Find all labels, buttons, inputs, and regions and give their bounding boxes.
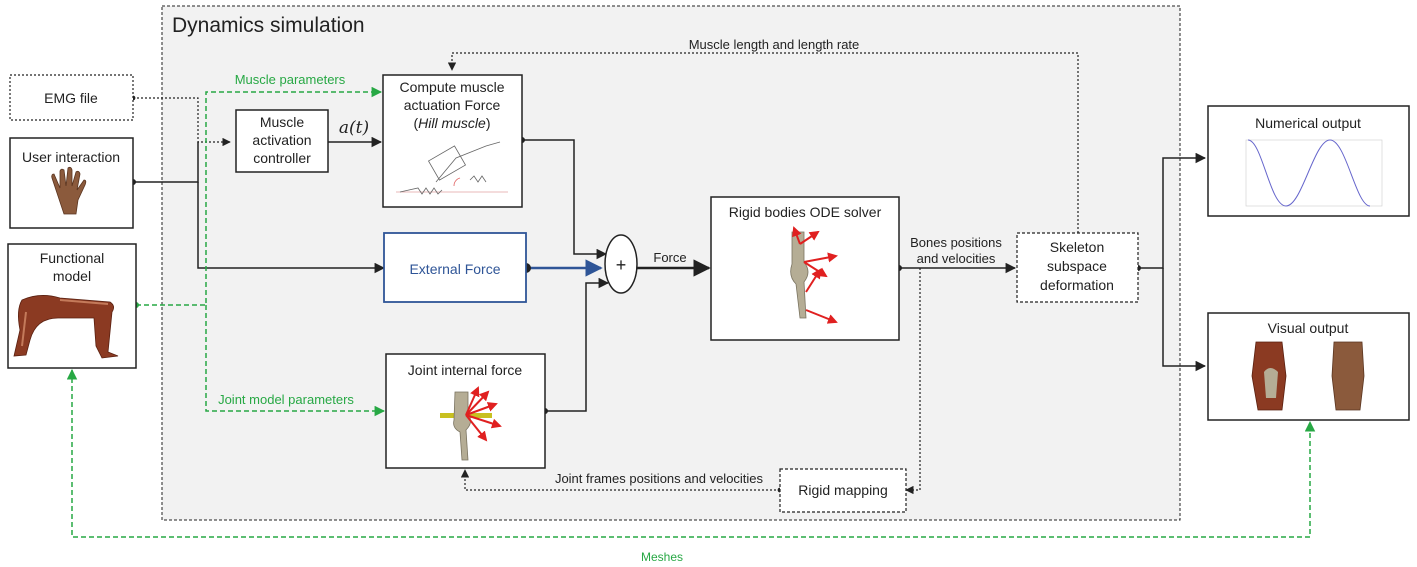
to-numerical-output-line — [1135, 152, 1207, 271]
summation-symbol: + — [616, 255, 627, 275]
force-signal-label: Force — [653, 250, 686, 265]
meshes-label: Meshes — [641, 550, 683, 564]
external-force-label: External Force — [409, 261, 500, 277]
leg-muscles-icon — [13, 295, 119, 359]
skeleton-deformation-block: Skeleton subspace deformation — [1016, 232, 1139, 303]
joint-model-parameters-label: Joint model parameters — [218, 392, 354, 407]
emg-file-block: EMG file — [9, 74, 134, 121]
numerical-output-block: Numerical output — [1207, 105, 1410, 217]
ode-solver-label: Rigid bodies ODE solver — [729, 204, 882, 220]
to-visual-output-line — [1162, 268, 1207, 372]
compute-muscle-label-3: (Hill muscle) — [413, 115, 490, 131]
skeleton-label-3: deformation — [1040, 277, 1114, 293]
muscle-length-rate-label: Muscle length and length rate — [689, 37, 860, 52]
external-force-block: External Force — [383, 232, 527, 303]
emg-file-label: EMG file — [44, 90, 98, 106]
user-interaction-label: User interaction — [22, 149, 120, 165]
panel-title: Dynamics simulation — [172, 14, 365, 37]
joint-internal-force-block: Joint internal force — [385, 353, 546, 469]
compute-muscle-label-2: actuation Force — [404, 97, 501, 113]
hill-muscle-schematic-icon — [396, 141, 508, 195]
visual-output-block: Visual output — [1207, 312, 1410, 421]
joint-frames-line — [460, 469, 783, 493]
activation-signal-label: a(t) — [339, 118, 369, 138]
hand-icon — [51, 166, 87, 215]
rigid-mapping-label: Rigid mapping — [798, 482, 888, 498]
controller-label-2: activation — [252, 132, 311, 148]
muscle-parameters-line — [133, 86, 383, 308]
compute-muscle-force-block: Compute muscle actuation Force (Hill mus… — [382, 74, 523, 208]
rigid-mapping-block: Rigid mapping — [779, 468, 907, 513]
bones-to-mapping-line — [905, 268, 921, 495]
functional-model-label-1: Functional — [40, 250, 105, 266]
bones-state-label-2: and velocities — [917, 251, 996, 266]
muscle-length-feedback-line — [447, 52, 1079, 233]
knee-bones-force-icon — [790, 226, 838, 324]
joint-internal-force-label: Joint internal force — [408, 362, 523, 378]
numerical-output-label: Numerical output — [1255, 115, 1361, 131]
knee-joint-force-icon — [440, 386, 502, 461]
muscle-activation-controller-block: Muscle activation controller — [235, 109, 329, 173]
summation-node: + — [604, 234, 638, 294]
functional-model-label-2: model — [53, 268, 91, 284]
rigid-bodies-ode-solver-block: Rigid bodies ODE solver — [710, 196, 900, 341]
functional-model-block: Functional model — [7, 243, 137, 369]
controller-label-1: Muscle — [260, 114, 305, 130]
user-interaction-block: User interaction — [9, 137, 134, 229]
knee-skin-icon — [1331, 341, 1365, 411]
controller-label-3: controller — [253, 150, 311, 166]
skeleton-label-1: Skeleton — [1050, 239, 1104, 255]
joint-frames-label: Joint frames positions and velocities — [555, 471, 764, 486]
knee-muscle-icon — [1251, 341, 1287, 411]
compute-muscle-label-1: Compute muscle — [399, 79, 504, 95]
meshes-line — [66, 368, 1316, 538]
skeleton-label-2: subspace — [1047, 258, 1107, 274]
muscle-parameters-label: Muscle parameters — [235, 72, 346, 87]
sine-wave-plot-icon — [1245, 139, 1383, 207]
muscle-force-line — [519, 137, 608, 260]
visual-output-label: Visual output — [1268, 320, 1349, 336]
bones-state-label-1: Bones positions — [910, 235, 1002, 250]
